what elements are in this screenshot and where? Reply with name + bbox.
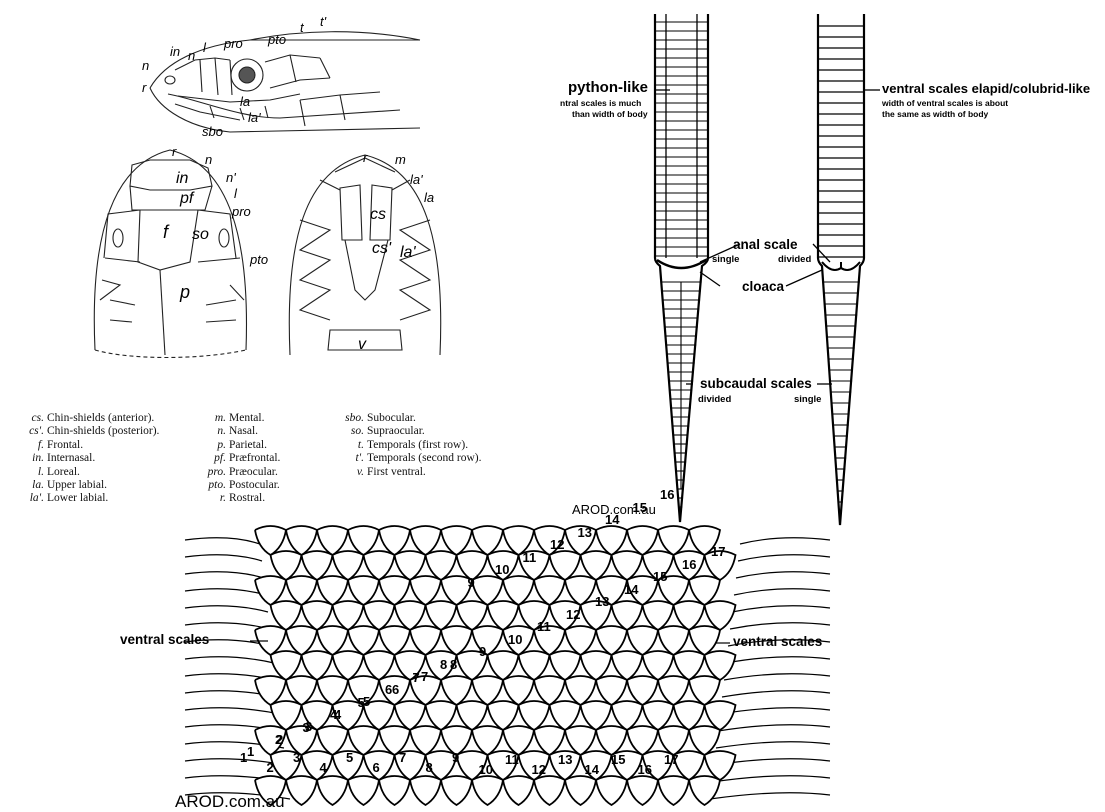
ventral-scales-right-label: ventral scales — [733, 634, 822, 649]
scale-count-number: 13 — [558, 752, 572, 767]
scale-count-number: 10 — [479, 762, 493, 777]
body-side-line — [720, 708, 830, 714]
body-side-line — [185, 538, 260, 544]
scale-count-number: 8 — [450, 657, 457, 672]
dorsal-scale — [317, 776, 348, 805]
scale-count-number: 1 — [247, 744, 254, 759]
dorsal-scale — [596, 776, 627, 805]
body-side-line — [726, 657, 830, 663]
body-side-line — [185, 657, 274, 663]
scale-count-number: 5 — [346, 750, 353, 765]
dorsal-scale — [503, 776, 534, 805]
scale-count-number: 9 — [468, 575, 475, 590]
dorsal-scale — [348, 776, 379, 805]
scale-count-number: 2 — [275, 732, 282, 747]
dorsal-scale — [689, 776, 720, 805]
scale-count-number: 12 — [566, 607, 580, 622]
dorsal-scale — [534, 776, 565, 805]
scale-count-number: 2 — [267, 760, 274, 775]
scale-count-number: 7 — [421, 669, 428, 684]
dorsal-scale — [441, 776, 472, 805]
dorsal-scale — [627, 776, 658, 805]
body-side-line — [710, 793, 830, 799]
scale-count-number: 10 — [508, 632, 522, 647]
scale-count-number: 8 — [426, 760, 433, 775]
scale-count-number: 13 — [595, 594, 609, 609]
scale-count-number: 10 — [495, 562, 509, 577]
dorsal-scale — [472, 776, 503, 805]
body-side-line — [736, 572, 830, 578]
body-side-line — [716, 742, 830, 748]
scale-count-number: 3 — [303, 720, 310, 735]
dorsal-scale — [286, 776, 317, 805]
scale-count-number: 11 — [523, 550, 537, 565]
scale-count-number: 15 — [653, 569, 667, 584]
scale-count-number: 9 — [479, 644, 486, 659]
body-side-line — [722, 691, 830, 697]
scale-count-number: 7 — [413, 670, 420, 685]
ventral-scales-left-label: ventral scales — [120, 632, 209, 647]
body-side-line — [185, 572, 264, 578]
scale-count-number: 13 — [578, 525, 592, 540]
scale-count-number: 12 — [532, 762, 546, 777]
scale-count-number: 16 — [638, 762, 652, 777]
scale-count-number: 11 — [537, 619, 551, 634]
body-side-line — [734, 589, 830, 595]
scale-count-number: 4 — [320, 760, 327, 775]
dorsal-scale — [410, 776, 441, 805]
scale-count-number: 16 — [660, 487, 674, 502]
body-side-line — [730, 623, 830, 629]
scale-count-number: 4 — [330, 707, 337, 722]
scale-count-number: 14 — [624, 582, 638, 597]
body-side-line — [732, 606, 830, 612]
scale-count-number: 3 — [293, 750, 300, 765]
body-side-line — [718, 725, 830, 731]
scale-count-number: 6 — [373, 760, 380, 775]
dorsal-scale — [565, 776, 596, 805]
scale-count-number: 12 — [550, 537, 564, 552]
scale-count-number: 14 — [585, 762, 599, 777]
dorsal-scale — [379, 776, 410, 805]
scale-count-number: 8 — [440, 657, 447, 672]
scale-count-number: 15 — [611, 752, 625, 767]
body-side-line — [185, 606, 268, 612]
count-credit: AROD.com.au — [175, 792, 285, 812]
scale-count-number: 6 — [385, 682, 392, 697]
body-side-line — [185, 708, 280, 714]
scale-count-number: 17 — [664, 752, 678, 767]
scale-count-number: 9 — [452, 750, 459, 765]
scale-count-number: 14 — [605, 512, 619, 527]
scale-count-number: 7 — [399, 750, 406, 765]
scale-count-number: 11 — [505, 752, 519, 767]
body-side-line — [185, 589, 266, 595]
body-side-line — [740, 538, 830, 544]
dorsal-scale — [658, 776, 689, 805]
scale-count-number: 17 — [711, 544, 725, 559]
body-side-line — [738, 555, 830, 561]
body-side-line — [712, 776, 830, 782]
scale-count-number: 5 — [358, 695, 365, 710]
scale-count-number: 16 — [682, 557, 696, 572]
scale-count-number: 6 — [392, 682, 399, 697]
body-side-line — [185, 555, 262, 561]
body-side-line — [724, 674, 830, 680]
scale-count-number: 15 — [633, 500, 647, 515]
